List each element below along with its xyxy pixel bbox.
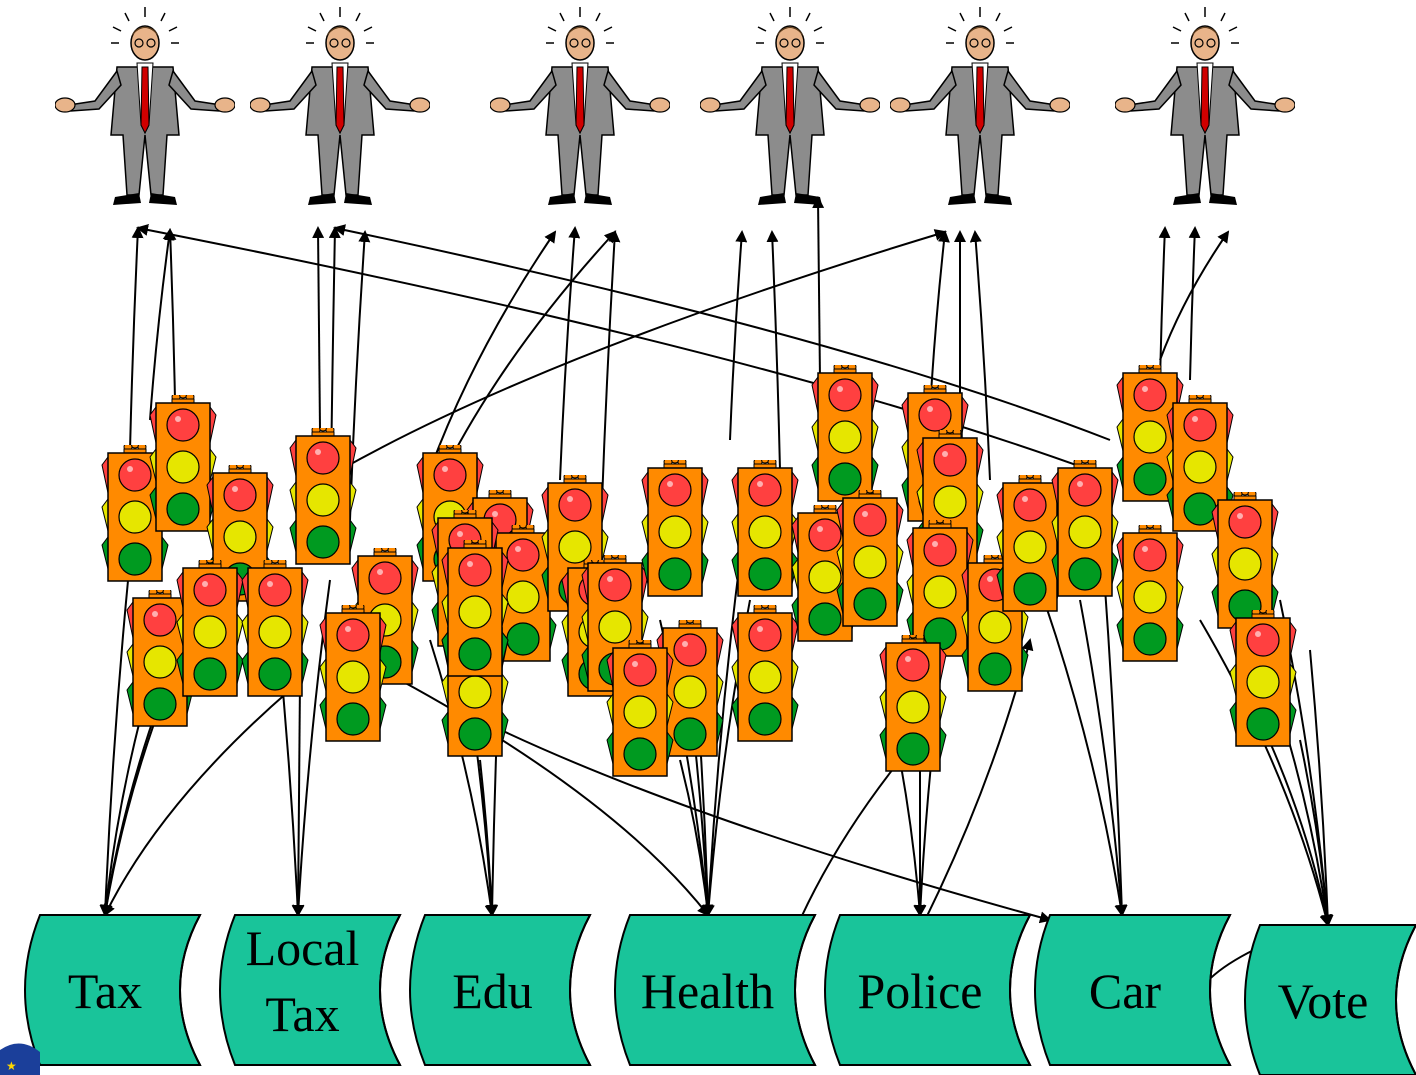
traffic-light-icon [906, 520, 974, 657]
traffic-light-icon [606, 640, 674, 777]
svg-text:★: ★ [6, 1059, 17, 1073]
database-label: Police [858, 963, 983, 1019]
traffic-light-icon [731, 605, 799, 742]
person-icon [490, 6, 670, 206]
traffic-lights-cluster [101, 365, 1297, 777]
connection-arrow [333, 224, 1111, 441]
connection-arrow [479, 719, 1052, 924]
connection-arrow [929, 230, 950, 411]
traffic-light-icon [879, 635, 947, 772]
connection-arrow [136, 224, 1091, 471]
connection-arrow [439, 230, 617, 481]
connection-arrow [1158, 226, 1171, 381]
person-icon [700, 6, 880, 206]
database-label: Local [246, 920, 360, 976]
traffic-light-icon [441, 540, 509, 677]
connection-arrow [99, 559, 131, 917]
connection-arrow [729, 230, 748, 441]
connection-arrow [100, 719, 141, 917]
connection-arrow [164, 228, 177, 401]
connection-arrow [149, 228, 175, 421]
database-label: Edu [452, 963, 533, 1019]
connection-arrow [292, 679, 305, 917]
connection-arrow [969, 230, 991, 481]
connection-arrow [349, 230, 371, 521]
connection-arrow [1188, 226, 1201, 381]
person-icon [890, 6, 1070, 206]
person-icon [250, 6, 430, 206]
connection-arrow [129, 226, 144, 451]
traffic-light-icon [1051, 460, 1119, 597]
database-label: Health [641, 963, 774, 1019]
eu-logo-icon: ★ [0, 1043, 40, 1075]
connection-arrow [104, 689, 291, 917]
traffic-light-icon [731, 460, 799, 597]
traffic-light-icon [176, 560, 244, 697]
connection-arrow [766, 230, 781, 471]
database-health: Health [614, 914, 817, 1066]
database-label: Tax [68, 963, 142, 1019]
connection-arrow [699, 739, 714, 917]
connection-arrow [1079, 599, 1128, 917]
connection-arrow [1159, 230, 1230, 361]
connection-arrow [339, 229, 947, 471]
connection-arrow [1309, 649, 1334, 927]
person-icon [55, 6, 235, 206]
traffic-light-icon [641, 460, 709, 597]
person-icon [1115, 6, 1295, 206]
database-vote: Vote [1244, 924, 1416, 1075]
connection-arrow [312, 226, 325, 431]
people-row [55, 6, 1295, 206]
connection-arrow [559, 226, 581, 481]
connection-arrow [1199, 619, 1332, 927]
traffic-light-icon [811, 365, 879, 502]
database-police: Police [824, 914, 1032, 1066]
connection-arrow [812, 196, 825, 381]
database-edu: Edu [409, 914, 592, 1066]
connection-arrow [702, 559, 741, 917]
connection-arrow [429, 230, 557, 471]
connection-arrow [1029, 559, 1127, 917]
database-label: Car [1089, 963, 1162, 1019]
connection-arrow [479, 759, 498, 917]
database-label: Tax [265, 986, 339, 1042]
traffic-light-icon [149, 395, 217, 532]
traffic-light-icon [1116, 525, 1184, 662]
database-tax: Tax [24, 914, 202, 1066]
connection-arrow [429, 639, 497, 917]
connection-arrow [899, 759, 926, 917]
traffic-light-icon [289, 428, 357, 565]
database-label: Vote [1278, 973, 1369, 1029]
database-car: Car [1034, 914, 1232, 1066]
traffic-light-icon [1229, 610, 1297, 747]
traffic-light-icon [836, 490, 904, 627]
traffic-light-icon [241, 560, 309, 697]
traffic-light-icon [996, 475, 1064, 612]
traffic-light-icon [1211, 492, 1279, 629]
traffic-light-icon [319, 605, 387, 742]
